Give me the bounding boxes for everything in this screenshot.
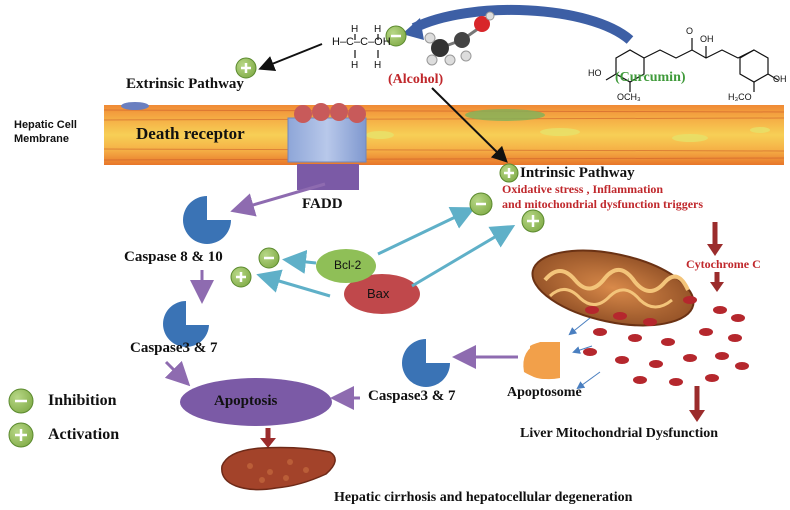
oxidative-line-2: and mitochondrial dysfunction triggers bbox=[502, 197, 704, 211]
curcumin-och3: OCH₃ bbox=[617, 92, 641, 102]
bcl2-label: Bcl-2 bbox=[334, 258, 362, 272]
bax-label: Bax bbox=[367, 286, 390, 301]
caspase-3-7-mid-shape bbox=[402, 339, 450, 387]
ethanol-3d-model bbox=[424, 11, 495, 66]
svg-text:H: H bbox=[351, 60, 358, 71]
caspase-8-10-shape bbox=[183, 196, 231, 244]
apoptosis-shape bbox=[180, 378, 332, 426]
cytochrome-c-label: Cytochrome C bbox=[686, 257, 761, 271]
apoptosome-label: Apoptosome bbox=[507, 385, 582, 400]
legend-inhibition-label: Inhibition bbox=[48, 392, 117, 409]
legend-plus-icon bbox=[8, 422, 34, 448]
hepatic-membrane-label-2: Membrane bbox=[14, 133, 70, 145]
node-minus-caspase bbox=[258, 247, 280, 269]
liver-image bbox=[221, 446, 336, 491]
caspase-3-7-left-label: Caspase3 & 7 bbox=[130, 340, 218, 356]
bax-shape bbox=[344, 274, 420, 314]
apoptosis-label: Apoptosis bbox=[214, 393, 278, 409]
node-plus-extrinsic bbox=[235, 57, 257, 79]
arrow-to-intrinsic bbox=[431, 87, 508, 163]
hepatic-cell-membrane bbox=[103, 102, 785, 165]
death-receptor-label: Death receptor bbox=[136, 124, 245, 143]
mitochondrion bbox=[531, 249, 695, 327]
caspase-8-10-label: Caspase 8 & 10 bbox=[124, 249, 223, 265]
liver-mito-dysfunction-label: Liver Mitochondrial Dysfunction bbox=[520, 426, 719, 441]
node-plus-oxidative bbox=[521, 209, 545, 233]
legend-minus-icon bbox=[8, 388, 34, 414]
node-plus-caspase bbox=[230, 266, 252, 288]
dark-red-arrows bbox=[260, 222, 724, 448]
bcl2-shape bbox=[316, 249, 376, 283]
curcumin-oh-top: OH bbox=[700, 34, 714, 44]
ethanol-formula: H–C–C–OH bbox=[332, 36, 391, 48]
curcumin-keto: O bbox=[686, 26, 694, 36]
extrinsic-pathway-label: Extrinsic Pathway bbox=[126, 76, 244, 92]
oxidative-line-1: Oxidative stress , Inflammation bbox=[502, 182, 664, 196]
node-minus-oxidative bbox=[469, 192, 493, 216]
curcumin-arrow bbox=[411, 4, 634, 44]
hepatic-membrane-label-1: Hepatic Cell bbox=[14, 119, 77, 131]
curcumin-h3co: H₃CO bbox=[728, 92, 752, 102]
curcumin-structure bbox=[605, 38, 779, 92]
intrinsic-pathway-label: Intrinsic Pathway bbox=[520, 165, 635, 181]
caspase-3-7-left-shape bbox=[163, 301, 209, 348]
curcumin-oh-right: OH bbox=[773, 74, 787, 84]
svg-text:H: H bbox=[374, 60, 381, 71]
hepatic-cirrhosis-label: Hepatic cirrhosis and hepatocellular deg… bbox=[334, 490, 633, 505]
alcohol-label: (Alcohol) bbox=[388, 72, 444, 87]
ethanol-structure bbox=[354, 34, 379, 58]
curcumin-label: (Curcumin) bbox=[615, 70, 686, 85]
node-plus-intrinsic bbox=[499, 163, 519, 183]
svg-text:H: H bbox=[351, 24, 358, 35]
arrow-to-extrinsic bbox=[258, 43, 323, 71]
cytochrome-c-dots bbox=[583, 296, 749, 386]
fadd-label: FADD bbox=[302, 196, 343, 212]
fadd-box bbox=[297, 164, 359, 190]
node-minus-alcohol bbox=[385, 25, 407, 47]
death-receptor bbox=[287, 103, 367, 163]
legend-activation-label: Activation bbox=[48, 426, 120, 443]
svg-text:H: H bbox=[374, 24, 381, 35]
caspase-3-7-mid-label: Caspase3 & 7 bbox=[368, 388, 456, 404]
curcumin-ho-left: HO bbox=[588, 68, 602, 78]
